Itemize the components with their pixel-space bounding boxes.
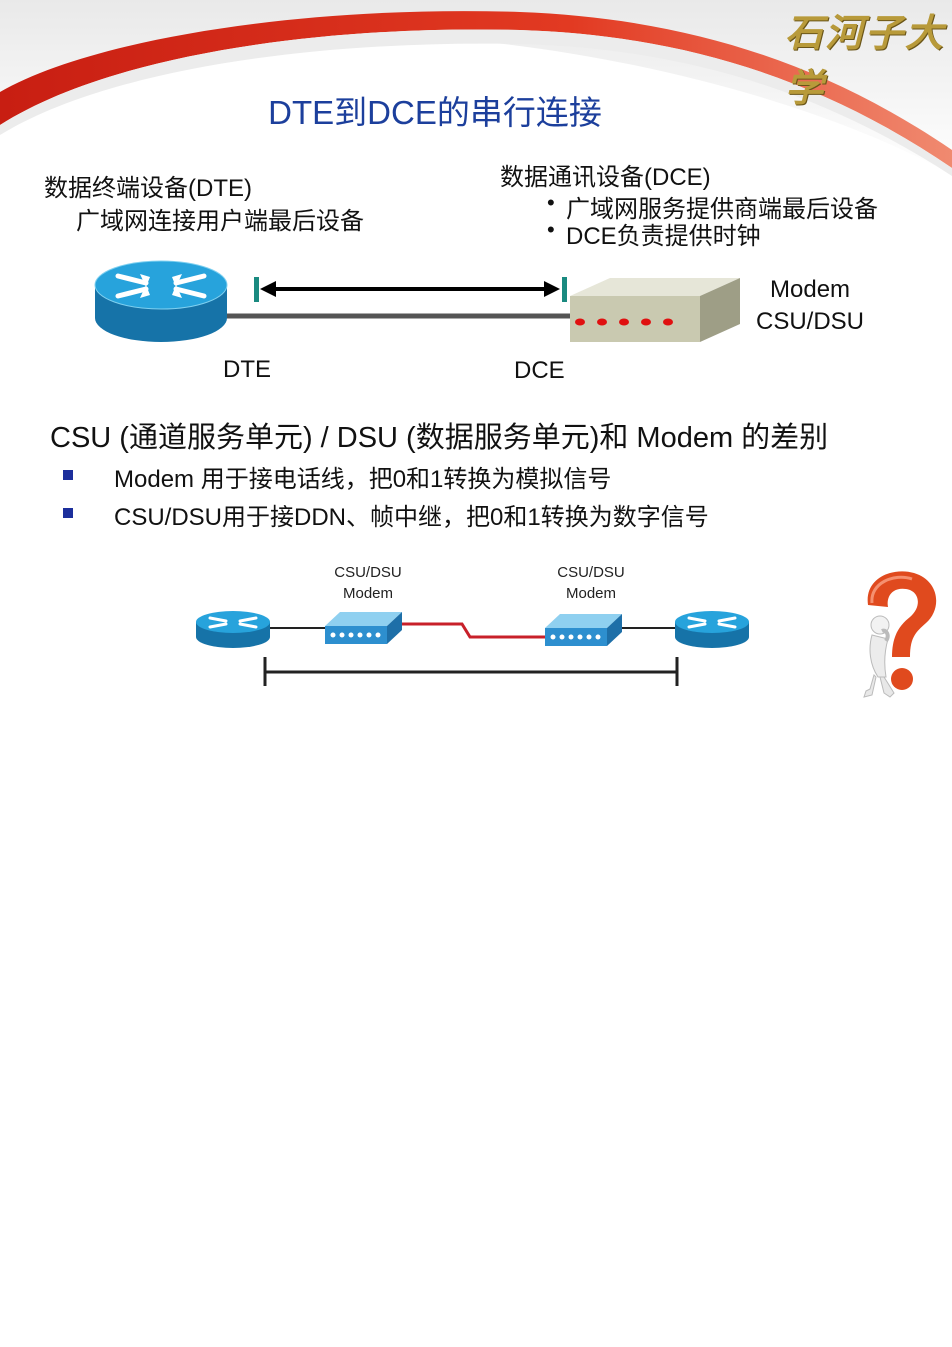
dte-label: DTE [223,356,271,383]
modem-box-icon [570,278,740,342]
wan-link [400,622,545,639]
modem-box-icon [325,612,402,644]
dce-marker [562,277,567,302]
dte-dce-diagram [94,260,740,342]
dce-heading: 数据通讯设备(DCE) [500,164,711,191]
dce-bullet-dot: • [547,190,555,215]
device-label-csu-dsu: CSU/DSU [756,308,865,335]
left-device-label-2: Modem [343,585,393,602]
dce-bullet-2: DCE负责提供时钟 [566,223,761,250]
bullet-square-icon [63,508,73,518]
bullet-square-icon [63,470,73,480]
right-device-label-1: CSU/DSU [557,564,625,581]
dte-marker [254,277,259,302]
comparison-bullet-2: CSU/DSU用于接DDN、帧中继，把0和1转换为数字信号 [114,504,709,531]
device-label-modem: Modem [770,276,851,303]
span-bracket [263,657,679,686]
dce-label: DCE [514,357,565,384]
dte-heading: 数据终端设备(DTE) [44,175,252,202]
wan-link-diagram: CSU/DSU Modem CSU/DSU Modem [196,564,749,686]
router-icon [196,611,270,648]
modem-box-icon [545,614,622,646]
university-logo: 石河子大学 [785,10,946,110]
router-icon [675,611,749,648]
router-icon [94,260,228,342]
right-device-label-2: Modem [566,585,616,602]
slide-title: DTE到DCE的串行连接 [268,94,602,131]
left-device-label-1: CSU/DSU [334,564,402,581]
question-mark-person-icon [863,571,937,698]
comparison-heading: CSU (通道服务单元) / DSU (数据服务单元)和 Modem 的差别 [50,422,829,454]
header-banner [0,0,952,176]
dce-bullet-dot: • [547,217,555,242]
dte-description: 广域网连接用户端最后设备 [76,208,364,235]
comparison-bullet-1: Modem 用于接电话线，把0和1转换为模拟信号 [114,466,612,493]
dce-bullet-1: 广域网服务提供商端最后设备 [566,196,878,223]
